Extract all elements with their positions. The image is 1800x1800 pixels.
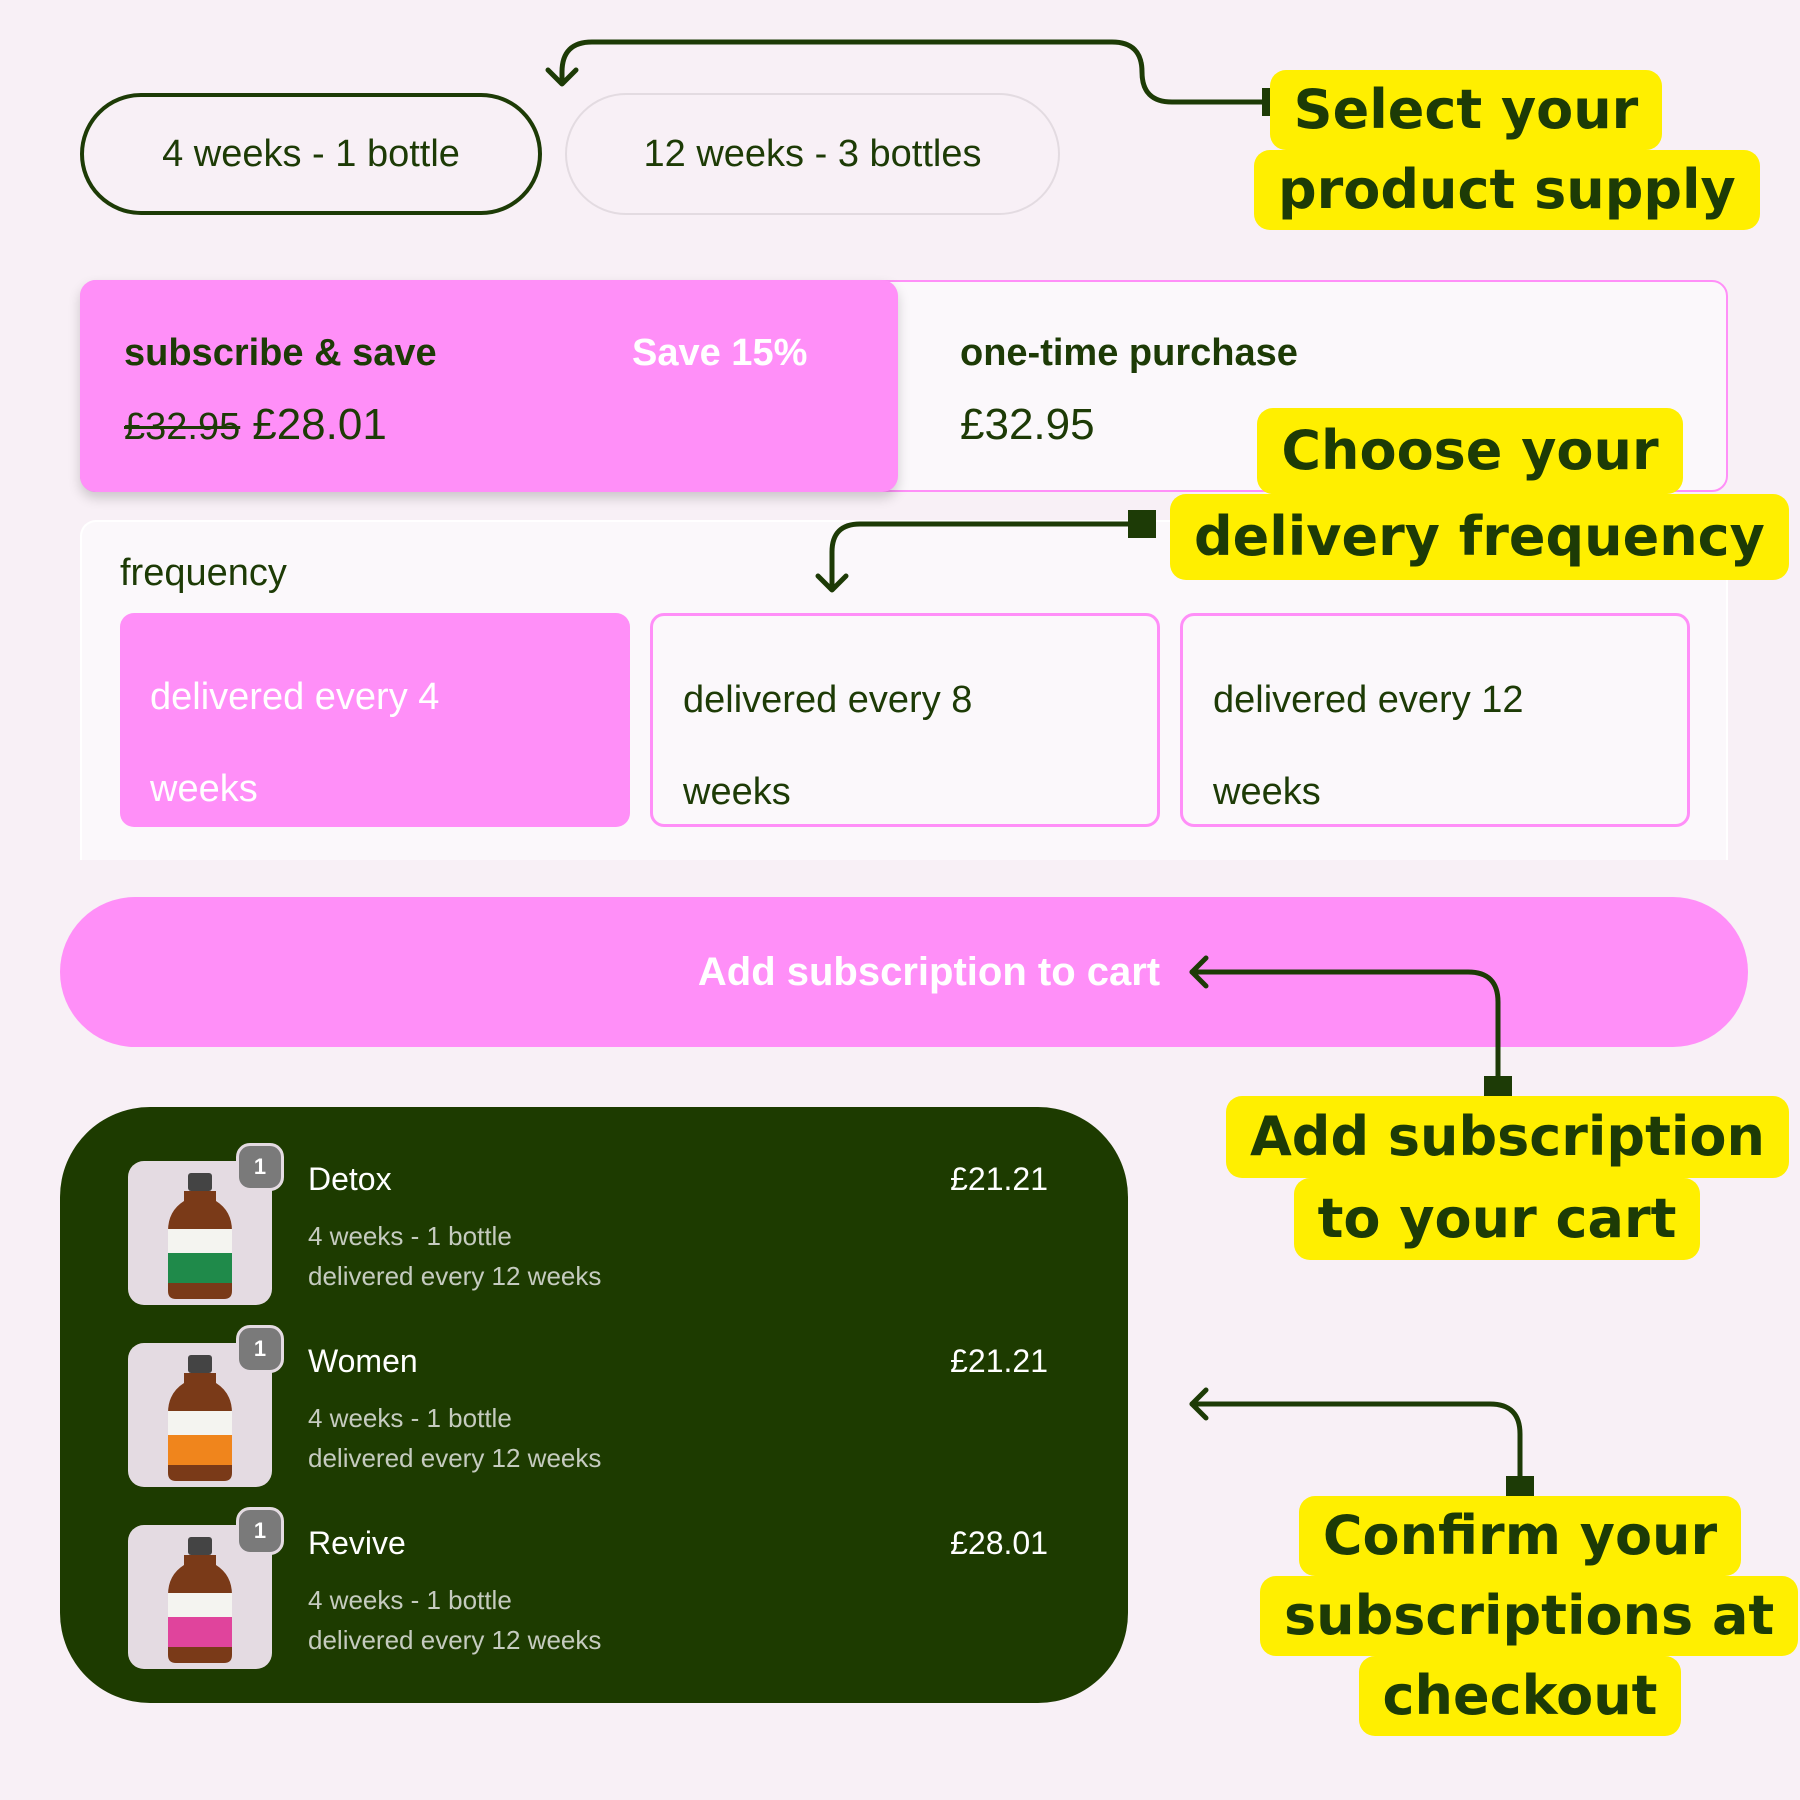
save-badge: Save 15% [632, 332, 808, 374]
cart-panel: 1 Detox £21.21 4 weeks - 1 bottle delive… [60, 1107, 1128, 1703]
supply-option-label: 4 weeks - 1 bottle [162, 132, 460, 175]
annotation-line: product supply [1254, 150, 1760, 230]
one-time-price: £32.95 [960, 400, 1095, 449]
cart-item-frequency: delivered every 12 weeks [308, 1443, 602, 1473]
frequency-label: frequency [120, 552, 287, 594]
cart-item-name: Women [308, 1343, 418, 1379]
annotation-line: checkout [1358, 1656, 1682, 1736]
quantity-badge: 1 [236, 1143, 284, 1191]
annotation-line: subscriptions at [1260, 1576, 1799, 1656]
quantity-badge: 1 [236, 1507, 284, 1555]
frequency-option-8-weeks[interactable]: delivered every 8 weeks [650, 613, 1160, 827]
annotation-line: Confirm your [1298, 1496, 1742, 1576]
cart-item-name: Detox [308, 1161, 392, 1197]
subscribe-price-row: £32.95 £28.01 [124, 400, 387, 450]
annotation-line: Select your [1269, 70, 1663, 150]
subscribe-price: £28.01 [252, 400, 387, 449]
frequency-option-unit: weeks [1213, 771, 1321, 813]
annotation-line: delivery frequency [1170, 494, 1789, 580]
quantity-badge: 1 [236, 1325, 284, 1373]
annotation-frequency: Choose your delivery frequency [1170, 408, 1789, 580]
annotation-cart: Add subscription to your cart [1226, 1096, 1789, 1260]
bottle-icon [168, 1173, 232, 1299]
subscribe-and-save-option[interactable]: subscribe & save Save 15% £32.95 £28.01 [80, 280, 898, 492]
cart-item-frequency: delivered every 12 weeks [308, 1625, 602, 1655]
annotation-supply: Select your product supply [1242, 60, 1760, 240]
cart-item[interactable]: 1 Detox £21.21 4 weeks - 1 bottle delive… [128, 1143, 1048, 1311]
supply-option-4-weeks[interactable]: 4 weeks - 1 bottle [80, 93, 542, 215]
one-time-title: one-time purchase [960, 332, 1298, 374]
annotation-checkout: Confirm your subscriptions at checkout [1260, 1496, 1799, 1736]
supply-option-label: 12 weeks - 3 bottles [643, 132, 982, 175]
frequency-option-text: delivered every 4 [150, 676, 440, 718]
cart-item[interactable]: 1 Revive £28.01 4 weeks - 1 bottle deliv… [128, 1507, 1048, 1675]
old-price: £32.95 [124, 406, 241, 448]
frequency-option-4-weeks[interactable]: delivered every 4 weeks [120, 613, 630, 827]
annotation-line: Choose your [1257, 408, 1683, 494]
cart-item-supply: 4 weeks - 1 bottle [308, 1585, 512, 1615]
cart-item-name: Revive [308, 1525, 406, 1561]
bottle-icon [168, 1537, 232, 1663]
cart-item[interactable]: 1 Women £21.21 4 weeks - 1 bottle delive… [128, 1325, 1048, 1493]
cart-item-price: £21.21 [950, 1343, 1048, 1379]
bottle-icon [168, 1355, 232, 1481]
cart-item-frequency: delivered every 12 weeks [308, 1261, 602, 1291]
add-button-label: Add subscription to cart [697, 949, 1161, 994]
supply-option-12-weeks[interactable]: 12 weeks - 3 bottles [565, 93, 1060, 215]
product-image [128, 1343, 272, 1487]
frequency-option-text: delivered every 12 [1213, 679, 1524, 721]
frequency-option-unit: weeks [683, 771, 791, 813]
cart-item-price: £28.01 [950, 1525, 1048, 1561]
annotation-line: to your cart [1293, 1178, 1701, 1260]
product-image [128, 1161, 272, 1305]
frequency-option-12-weeks[interactable]: delivered every 12 weeks [1180, 613, 1690, 827]
frequency-option-unit: weeks [150, 768, 258, 810]
cart-item-supply: 4 weeks - 1 bottle [308, 1403, 512, 1433]
subscribe-title: subscribe & save [124, 332, 437, 374]
cart-item-price: £21.21 [950, 1161, 1048, 1197]
frequency-option-text: delivered every 8 [683, 679, 973, 721]
annotation-line: Add subscription [1226, 1096, 1789, 1178]
cart-item-supply: 4 weeks - 1 bottle [308, 1221, 512, 1251]
one-time-purchase-option[interactable]: one-time purchase £32.95 [918, 282, 1718, 490]
